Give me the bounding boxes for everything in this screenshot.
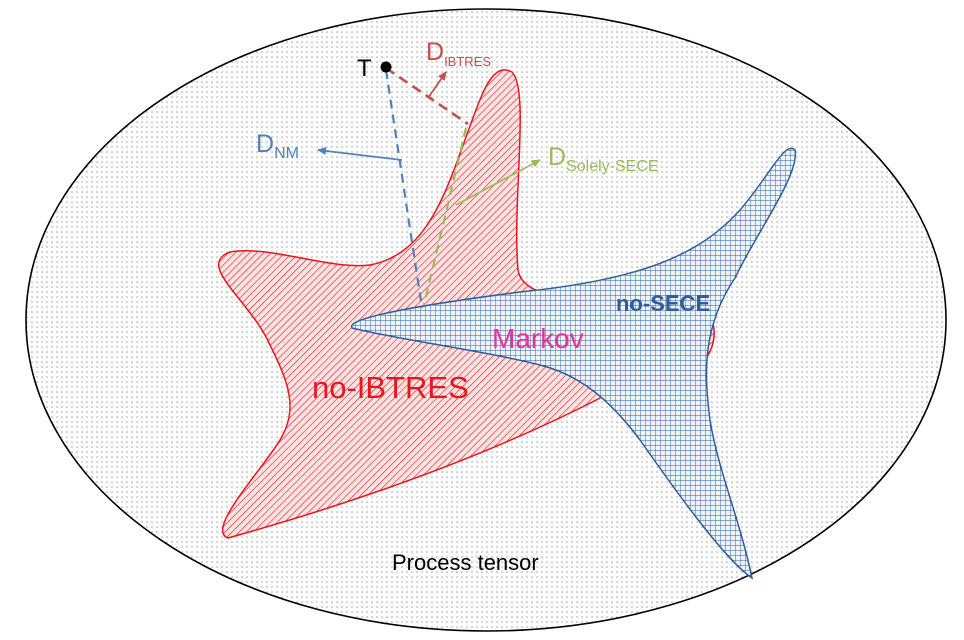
d-solely-sece-dashed-line	[422, 127, 468, 306]
markov-label: Markov	[492, 323, 584, 354]
d-ibtres-dashed-line	[385, 66, 469, 126]
d-ibtres-label-main: D	[426, 38, 444, 66]
d-ibtres-label: DIBTRES	[426, 38, 491, 69]
no-ibtres-label: no-IBTRES	[312, 370, 469, 405]
d-solely-sece-label-main: D	[548, 143, 566, 171]
d-nm-label-main: D	[256, 130, 274, 158]
point-t-marker	[380, 61, 392, 73]
d-ibtres-label-sub: IBTRES	[444, 54, 491, 69]
no-sece-label: no-SECE	[616, 291, 710, 316]
process-tensor-label: Process tensor	[392, 550, 539, 575]
d-nm-dashed-line	[384, 69, 424, 309]
d-solely-sece-label-sub: Solely-SECE	[566, 158, 658, 175]
d-nm-label-sub: NM	[274, 145, 299, 162]
no-sece-grid	[351, 148, 796, 578]
d-ibtres-arrow	[427, 71, 447, 99]
d-solely-sece-label: DSolely-SECE	[548, 143, 659, 175]
d-nm-label: DNM	[256, 130, 299, 162]
d-nm-arrow	[317, 146, 403, 161]
d-solely-sece-arrow	[455, 159, 541, 206]
point-t-label: T	[357, 55, 372, 82]
